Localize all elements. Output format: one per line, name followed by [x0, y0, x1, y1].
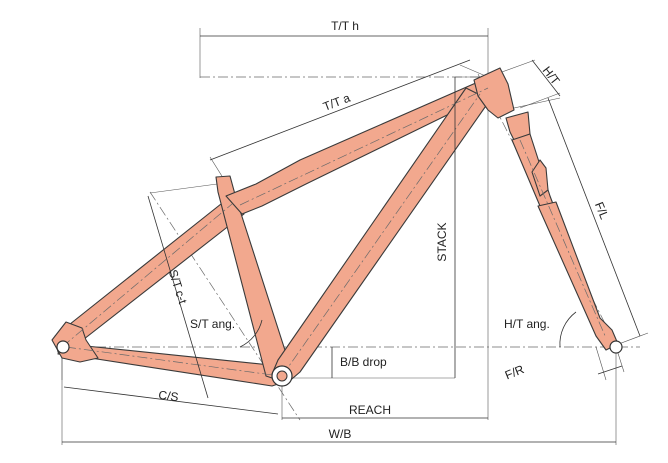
rear-axle — [56, 340, 70, 354]
label-head-tube-angle: H/T ang. — [504, 317, 550, 331]
label-top-tube-actual: T/T a — [321, 91, 352, 114]
label-chainstay: C/S — [158, 388, 180, 404]
axles — [56, 340, 623, 387]
label-seat-tube-angle: S/T ang. — [190, 317, 235, 331]
label-seat-tube-ct: S/T c-t — [166, 268, 190, 306]
label-bb-drop: B/B drop — [340, 355, 387, 369]
label-reach: REACH — [349, 403, 391, 417]
label-stack: STACK — [435, 222, 449, 261]
label-top-tube-horizontal: T/T h — [331, 19, 359, 33]
bottom-bracket-center — [276, 370, 288, 382]
head-tube — [473, 67, 515, 119]
fork-arch — [531, 159, 549, 197]
label-head-tube: H/T — [540, 64, 563, 88]
front-axle — [609, 340, 623, 354]
label-fork-length: F/L — [592, 200, 612, 222]
bike-frame — [51, 67, 619, 387]
label-wheelbase: W/B — [329, 427, 352, 441]
label-fork-rake: F/R — [503, 362, 526, 382]
dimension-lines — [62, 35, 641, 443]
fork-lowers — [537, 201, 619, 351]
